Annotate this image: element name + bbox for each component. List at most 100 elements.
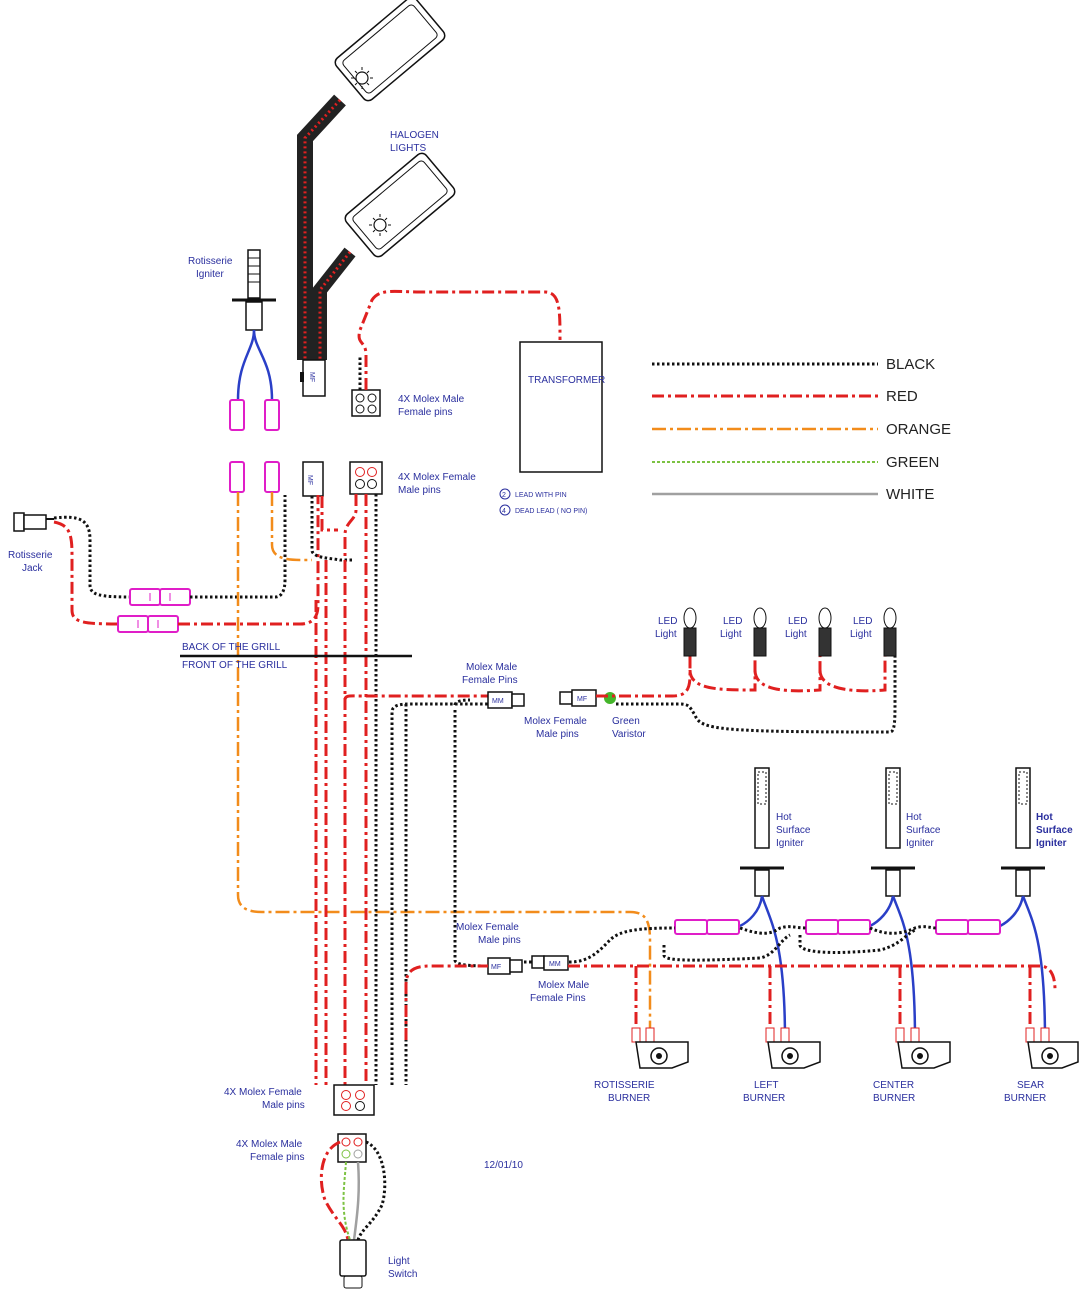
svg-text:MM: MM [492, 698, 504, 705]
led-label: LED [788, 616, 807, 627]
igniter-label: Igniter [776, 838, 804, 849]
inline-connector [935, 919, 1001, 935]
molex-label: Male pins [398, 485, 441, 496]
molex-mf-connector [571, 689, 597, 707]
igniter-label: Hot [906, 812, 922, 823]
rotisserie-igniter [232, 249, 276, 331]
lead-note: LEAD WITH PIN [515, 492, 567, 499]
halogen-label: HALOGEN [390, 130, 439, 141]
connector-tag: MF [308, 372, 315, 382]
molex-mm-connector [543, 955, 569, 971]
molex-label: Molex Male [466, 662, 518, 673]
molex-label: Male pins [262, 1100, 305, 1111]
led-label: LED [658, 616, 677, 627]
center-burner-valve [895, 1027, 951, 1069]
inline-connector [805, 919, 871, 935]
svg-text:2: 2 [502, 492, 506, 499]
led-light [683, 607, 697, 657]
igniter-terminal [229, 461, 245, 493]
igniter-label: Hot [776, 812, 792, 823]
svg-text:4: 4 [502, 508, 506, 515]
molex-label: 4X Molex Male [398, 394, 465, 405]
back-of-grill-label: BACK OF THE GRILL [182, 642, 281, 653]
burner-label: BURNER [608, 1093, 650, 1104]
led-label: Light [785, 629, 807, 640]
burner-label: ROTISSERIE [594, 1080, 655, 1091]
igniter-label: Surface [906, 825, 941, 836]
rotisserie-igniter-label: Rotisserie [188, 256, 233, 267]
molex-label: Molex Female [456, 922, 519, 933]
molex-4x-top-right [349, 461, 383, 495]
molex-4x-top-left [351, 389, 381, 417]
burner-label: LEFT [754, 1080, 778, 1091]
rotisserie-jack-label: Rotisserie [8, 550, 53, 561]
igniter-terminal [264, 399, 280, 431]
molex-label: Female pins [250, 1152, 304, 1163]
legend-label: RED [886, 388, 918, 405]
molex-label: Male pins [478, 935, 521, 946]
light-switch-label: Switch [388, 1269, 417, 1280]
led-light [753, 607, 767, 657]
led-label: Light [655, 629, 677, 640]
hot-surface-igniter [740, 767, 784, 897]
led-label: Light [720, 629, 742, 640]
sear-burner-valve [1025, 1027, 1079, 1069]
green-varistor [604, 692, 616, 704]
burner-label: BURNER [1004, 1093, 1046, 1104]
igniter-label: Igniter [1036, 838, 1067, 849]
molex-label: 4X Molex Female [398, 472, 476, 483]
halogen-light-upper [334, 0, 446, 102]
transformer-label: TRANSFORMER [528, 375, 605, 386]
molex-4x-bottom-female [333, 1084, 375, 1116]
left-burner-valve [765, 1027, 821, 1069]
legend: BLACK RED ORANGE GREEN WHITE [652, 356, 951, 503]
svg-text:MF: MF [577, 696, 587, 703]
bulb-icon [373, 218, 387, 232]
hot-surface-igniter [871, 767, 915, 897]
varistor-label: Green [612, 716, 640, 727]
inline-connector [117, 615, 179, 633]
light-switch-label: Light [388, 1256, 410, 1267]
legend-label: BLACK [886, 356, 935, 373]
burner-label: CENTER [873, 1080, 914, 1091]
light-switch [339, 1239, 367, 1289]
igniter-terminal [229, 399, 245, 431]
diagram-date: 12/01/10 [484, 1160, 523, 1171]
rotisserie-jack-label: Jack [22, 563, 44, 574]
led-label: Light [850, 629, 872, 640]
transformer-box [519, 341, 603, 473]
molex-label: Female pins [398, 407, 452, 418]
halogen-label: LIGHTS [390, 143, 426, 154]
bulb-icon [355, 71, 369, 85]
burner-label: SEAR [1017, 1080, 1044, 1091]
molex-label: Molex Male [538, 980, 590, 991]
igniter-label: Surface [1036, 825, 1073, 836]
svg-text:MF: MF [491, 964, 501, 971]
burner-label: BURNER [743, 1093, 785, 1104]
igniter-label: Surface [776, 825, 811, 836]
legend-label: WHITE [886, 486, 934, 503]
burner-label: BURNER [873, 1093, 915, 1104]
rotisserie-burner-valve [631, 1027, 689, 1069]
led-light [818, 607, 832, 657]
molex-4x-bottom-male [337, 1133, 367, 1163]
rotisserie-jack [13, 512, 54, 532]
led-label: LED [853, 616, 872, 627]
front-of-grill-label: FRONT OF THE GRILL [182, 660, 288, 671]
inline-connector [674, 919, 740, 935]
halogen-light-lower [344, 152, 456, 258]
molex-label: 4X Molex Male [236, 1139, 303, 1150]
molex-label: Male pins [536, 729, 579, 740]
led-light [883, 607, 897, 657]
hot-surface-igniter [1001, 767, 1045, 897]
igniter-label: Hot [1036, 812, 1053, 823]
svg-text:MM: MM [549, 961, 561, 968]
igniter-terminal [264, 461, 280, 493]
led-label: LED [723, 616, 742, 627]
molex-label: Female Pins [530, 993, 586, 1004]
legend-label: GREEN [886, 454, 939, 471]
rotisserie-igniter-label: Igniter [196, 269, 224, 280]
lead-note: DEAD LEAD ( NO PIN) [515, 508, 587, 515]
legend-label: ORANGE [886, 421, 951, 438]
